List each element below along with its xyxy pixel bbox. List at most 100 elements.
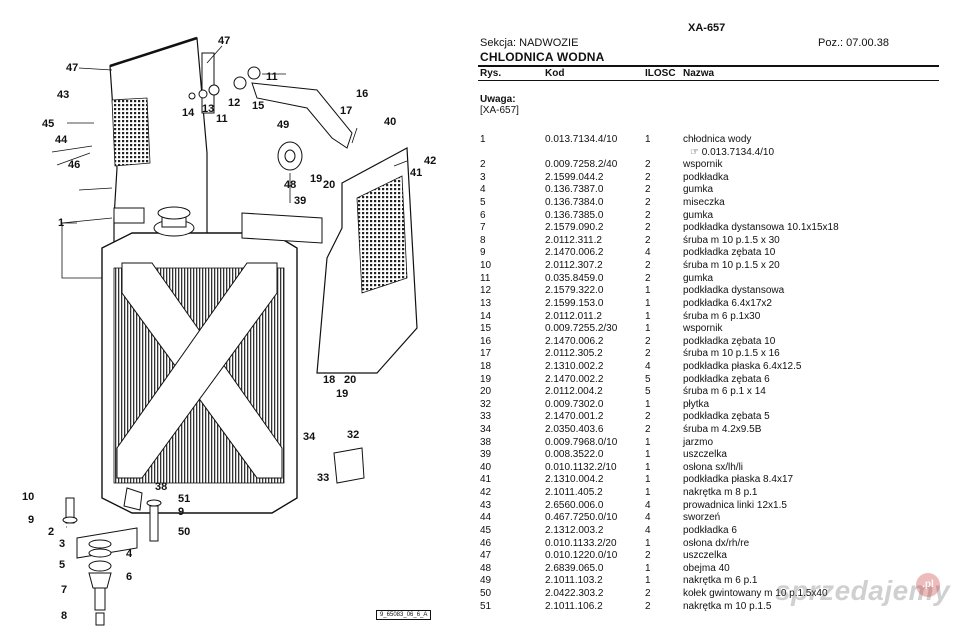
- cell-kod: 2.0112.305.2: [545, 348, 603, 360]
- cell-rys: 32: [480, 398, 492, 410]
- cell-ilosc: 1: [645, 449, 651, 461]
- cell-nazwa: gumka: [683, 209, 714, 221]
- document-code: XA-657: [688, 22, 726, 34]
- cell-nazwa: podkładka: [683, 171, 729, 183]
- column-header-ilosc: ILOSC: [645, 68, 676, 79]
- cell-rys: 11: [480, 272, 491, 284]
- callout-9: 9: [178, 506, 184, 518]
- cell-ilosc: 1: [645, 487, 651, 499]
- cell-ilosc: 1: [645, 134, 651, 145]
- callout-7: 7: [61, 584, 67, 596]
- cell-kod: 0.136.7387.0: [545, 184, 604, 196]
- cell-ilosc: 1: [645, 562, 651, 574]
- callout-8: 8: [61, 610, 67, 622]
- radiator-exploded-diagram: 47 47 11 12 15 13 11 14 43 45 44 46 17 1…: [22, 35, 436, 626]
- cell-rys: 49: [480, 575, 492, 587]
- cell-ilosc: 4: [645, 360, 651, 372]
- cell-nazwa: śruba m 10 p.1.5 x 16: [683, 348, 780, 360]
- cell-rys: 5: [480, 197, 486, 209]
- cell-kod: 0.010.1133.2/20: [545, 537, 617, 549]
- cell-kod: 2.1310.004.2: [545, 474, 604, 486]
- cell-rys: 48: [480, 562, 492, 574]
- cell-rys: 3: [480, 171, 486, 183]
- callout-1: 1: [58, 217, 64, 229]
- callout-16: 16: [356, 88, 368, 100]
- cell-rys: 8: [480, 234, 486, 246]
- table-subrow: ☞ 0.013.7134.4/10: [480, 147, 940, 160]
- cell-nazwa: chłodnica wody: [683, 134, 752, 145]
- cell-nazwa: sworzeń: [683, 512, 721, 524]
- cell-kod: 2.6839.065.0: [545, 562, 604, 574]
- callout-9: 9: [28, 514, 34, 526]
- cell-nazwa: miseczka: [683, 197, 725, 209]
- cell-kod: 2.0422.303.2: [545, 587, 604, 599]
- cell-rys: 9: [480, 247, 486, 259]
- cell-nazwa: jarzmo: [683, 436, 714, 448]
- cell-rys: 34: [480, 424, 492, 436]
- callout-50: 50: [178, 526, 190, 538]
- cell-kod: 2.1011.405.2: [545, 487, 603, 499]
- cell-kod: 2.0112.307.2: [545, 260, 603, 272]
- callout-19: 19: [310, 173, 322, 185]
- cell-nazwa: śruba m 6 p.1x30: [683, 310, 761, 322]
- cell-nazwa: podkładka zębata 6: [683, 373, 770, 385]
- cell-ilosc: 2: [645, 600, 651, 612]
- cell-rys: 18: [480, 360, 492, 372]
- callout-6: 6: [126, 571, 132, 583]
- figure-id: 9_65083_06_6_A: [376, 610, 432, 620]
- cell-kod: 0.009.7302.0: [545, 398, 604, 410]
- cell-nazwa: osłona sx/lh/li: [683, 461, 744, 473]
- column-header-kod: Kod: [545, 68, 565, 79]
- cell-kod: 0.009.7255.2/30: [545, 323, 618, 335]
- cell-nazwa: osłona dx/rh/re: [683, 537, 750, 549]
- cell-ilosc: 4: [645, 499, 651, 511]
- callout-4: 4: [126, 548, 133, 560]
- callout-47: 47: [218, 35, 230, 47]
- cell-rys: 17: [480, 348, 492, 360]
- callout-20: 20: [323, 179, 335, 191]
- cell-ilosc: 2: [645, 411, 651, 423]
- cell-ilosc: 1: [645, 297, 651, 309]
- page-title: CHLODNICA WODNA: [480, 50, 605, 64]
- callout-11: 11: [266, 71, 278, 83]
- cell-kod: 2.1310.002.2: [545, 360, 604, 372]
- callout-14: 14: [182, 107, 195, 119]
- cell-kod: 0.010.1132.2/10: [545, 461, 617, 473]
- cell-ilosc: 2: [645, 209, 651, 221]
- note-label: Uwaga:: [480, 94, 516, 105]
- watermark-text: sprzedajemy: [775, 575, 951, 606]
- cell-kod: 2.1470.001.2: [545, 411, 604, 423]
- callout-41: 41: [410, 167, 422, 179]
- cell-ilosc: 1: [645, 537, 651, 549]
- cell-kod: 2.6560.006.0: [545, 499, 604, 511]
- cell-nazwa: podkładka dystansowa: [683, 285, 785, 297]
- cell-nazwa: nakrętka m 6 p.1: [683, 575, 758, 587]
- cell-nazwa: wspornik: [683, 323, 723, 335]
- cell-rys: 1: [480, 134, 486, 145]
- cell-rys: 13: [480, 297, 492, 309]
- callout-18: 18: [323, 374, 335, 386]
- cell-ilosc: 1: [645, 285, 651, 297]
- cell-ilosc: 2: [645, 234, 651, 246]
- cell-kod: 0.467.7250.0/10: [545, 512, 618, 524]
- cell-rys: 43: [480, 499, 492, 511]
- cell-kod: 0.136.7384.0: [545, 197, 604, 209]
- cell-kod: 0.136.7385.0: [545, 209, 604, 221]
- cell-ilosc: 2: [645, 260, 651, 272]
- cell-rys: 15: [480, 323, 492, 335]
- cell-rys: 44: [480, 512, 492, 524]
- cell-ilosc: 1: [645, 436, 651, 448]
